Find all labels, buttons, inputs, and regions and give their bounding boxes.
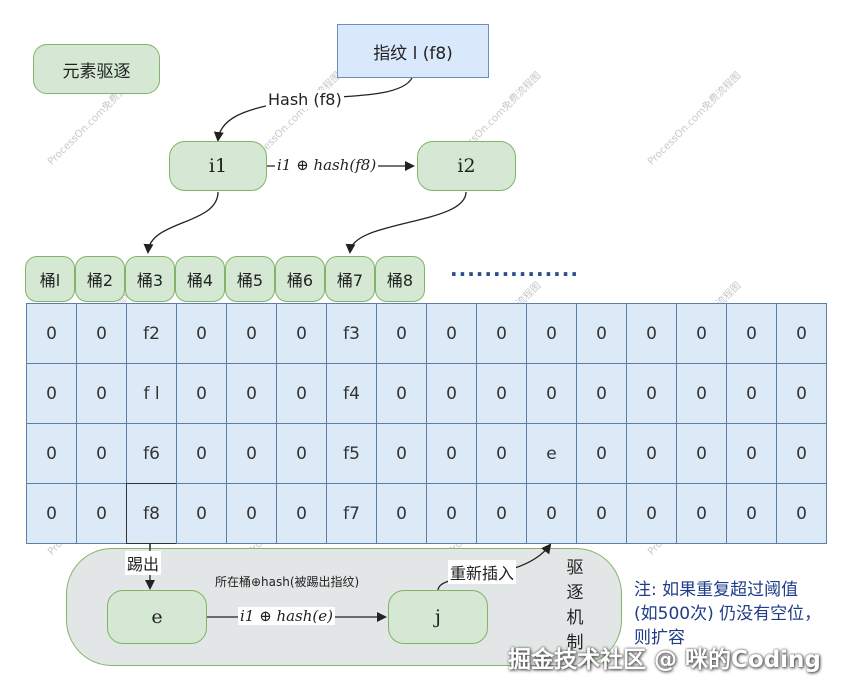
table-cell: 0: [26, 363, 77, 424]
table-cell: 0: [526, 363, 577, 424]
table-cell: 0: [776, 303, 827, 364]
fingerprint-box: 指纹 l (f8): [337, 24, 489, 78]
table-cell: 0: [676, 483, 727, 544]
table-cell: 0: [676, 303, 727, 364]
table-cell: 0: [776, 483, 827, 544]
eviction-vertical-label: 驱 逐 机 制: [564, 556, 586, 656]
table-cell: 0: [276, 363, 327, 424]
table-cell: 0: [676, 363, 727, 424]
table-cell: 0: [576, 483, 627, 544]
node-i2: i2: [417, 141, 516, 191]
table-cell: 0: [376, 303, 427, 364]
footer-watermark: 掘金技术社区 @ 咪的Coding: [508, 647, 821, 673]
table-cell: 0: [476, 423, 527, 484]
table-cell: 0: [776, 423, 827, 484]
table-cell: 0: [276, 483, 327, 544]
hash-label: Hash (f8): [266, 90, 344, 109]
expand-note: 注: 如果重复超过阈值 (如500次) 仍没有空位，则扩容: [634, 580, 822, 648]
table-cell: 0: [76, 483, 127, 544]
table-cell: 0: [426, 363, 477, 424]
table-cell: 0: [376, 483, 427, 544]
table-cell: 0: [76, 423, 127, 484]
table-cell: 0: [426, 423, 477, 484]
eviction-char: 驱: [566, 558, 584, 578]
table-cell: 0: [176, 363, 227, 424]
bucket-2: 桶2: [75, 256, 125, 302]
table-cell: 0: [226, 483, 277, 544]
title-box: 元素驱逐: [33, 44, 160, 94]
bucket-1: 桶l: [25, 256, 75, 302]
table-cell: f3: [326, 303, 377, 364]
table-cell-kicked: f8: [126, 483, 177, 544]
bucket-8: 桶8: [375, 256, 425, 302]
eviction-char: 逐: [566, 583, 584, 603]
bucket-7: 桶7: [325, 256, 375, 302]
table-cell: 0: [776, 363, 827, 424]
table-cell: 0: [626, 483, 677, 544]
bucket-table: 0 0 f2 0 0 0 f3 0 0 0 0 0 0 0 0 0 0 0 f …: [26, 303, 827, 544]
i2-bucket-arrow: [345, 191, 467, 254]
table-cell: f5: [326, 423, 377, 484]
bucket-6: 桶6: [275, 256, 325, 302]
table-cell: 0: [26, 483, 77, 544]
bucket-3: 桶3: [125, 256, 175, 302]
table-cell: 0: [176, 423, 227, 484]
node-e: e: [107, 590, 207, 644]
table-cell: 0: [726, 423, 777, 484]
table-cell: 0: [726, 303, 777, 364]
table-cell: 0: [476, 483, 527, 544]
table-cell: 0: [476, 303, 527, 364]
kick-label: 踢出: [125, 551, 162, 575]
table-cell: 0: [276, 423, 327, 484]
table-cell: f2: [126, 303, 177, 364]
edge-label-i1-i2: i1 ⊕ hash(f8): [275, 156, 379, 174]
table-cell: 0: [576, 423, 627, 484]
bucket-5: 桶5: [225, 256, 275, 302]
table-cell: 0: [726, 363, 777, 424]
table-cell: 0: [626, 303, 677, 364]
eviction-char: 机: [566, 608, 584, 628]
table-cell: 0: [176, 303, 227, 364]
edge-label-e-j: i1 ⊕ hash(e): [238, 607, 335, 625]
reinsert-label: 重新插入: [448, 560, 517, 584]
node-i1: i1: [169, 141, 267, 191]
ellipsis-dots: ···············: [450, 262, 579, 286]
i1-bucket-arrow: [143, 191, 219, 254]
bucket-4: 桶4: [175, 256, 225, 302]
table-cell: f l: [126, 363, 177, 424]
table-cell: 0: [726, 483, 777, 544]
node-j: j: [388, 590, 488, 644]
table-cell: 0: [26, 303, 77, 364]
edge-label-e-j-top: 所在桶⊕hash(被踢出指纹): [215, 575, 360, 589]
eviction-char: 制: [566, 633, 584, 653]
table-cell: 0: [276, 303, 327, 364]
table-cell: 0: [76, 303, 127, 364]
